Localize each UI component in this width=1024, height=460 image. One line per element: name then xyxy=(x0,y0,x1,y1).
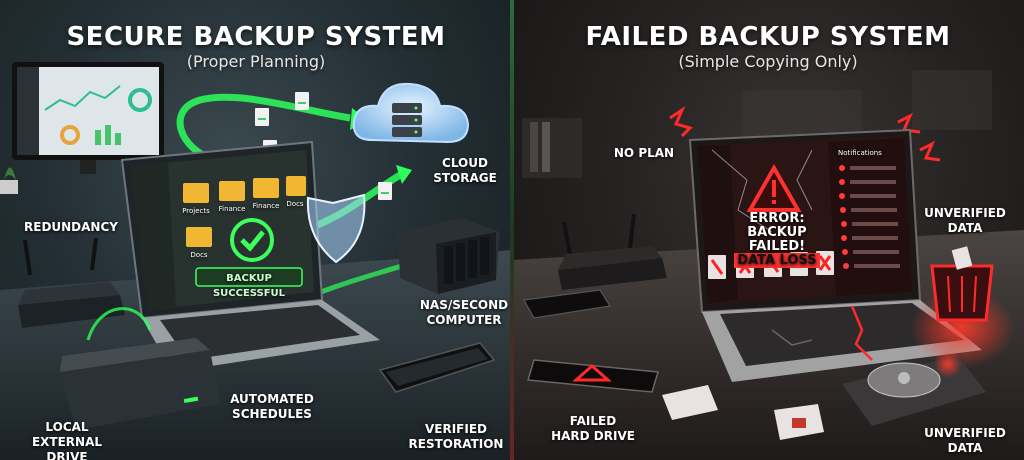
failed-panel: ERROR: BACKUP FAILED! DATA LOSS Notifica… xyxy=(512,0,1024,460)
folder-label: Docs xyxy=(190,251,208,259)
no-plan-label: NO PLAN xyxy=(613,146,675,160)
redundancy-label: REDUNDANCY xyxy=(24,220,118,234)
broken-phone-icon xyxy=(527,359,659,393)
error-line: ERROR: xyxy=(749,211,805,226)
external-drive-icon xyxy=(60,307,220,430)
label-line: LOCAL xyxy=(45,420,89,434)
error-line: BACKUP FAILED! xyxy=(747,225,807,254)
label-line: EXTERNAL DRIVE xyxy=(31,435,103,460)
phone-icon xyxy=(523,289,611,319)
label-line: UNVERIFIED xyxy=(924,206,1006,220)
label-line: HARD DRIVE xyxy=(551,429,635,443)
folder-label: Finance xyxy=(252,202,280,210)
secure-illustration xyxy=(0,62,512,460)
label-line: FAILED xyxy=(569,414,617,428)
folder-label: Finance xyxy=(218,205,246,213)
label-line: CLOUD xyxy=(442,156,488,170)
panel-divider xyxy=(510,0,514,460)
label-line: DATA xyxy=(947,221,983,235)
cloud-icon xyxy=(352,82,470,144)
notifications-title: Notifications xyxy=(838,149,882,157)
secure-laptop xyxy=(120,140,380,372)
label-line: AUTOMATED xyxy=(230,392,314,406)
label-line: VERIFIED xyxy=(424,422,487,436)
folder-label: Docs xyxy=(286,200,304,208)
failed-title: FAILED BACKUP SYSTEM xyxy=(585,22,951,52)
failed-subtitle: (Simple Copying Only) xyxy=(678,52,858,71)
trash-icon xyxy=(910,246,1014,368)
label-line: RESTORATION xyxy=(408,437,504,451)
label-line: DATA xyxy=(947,441,983,455)
background-monitor xyxy=(12,62,164,174)
error-line: DATA LOSS xyxy=(734,253,820,268)
nas-icon xyxy=(398,218,500,294)
secure-title: SECURE BACKUP SYSTEM xyxy=(66,22,446,52)
failed-hard-drive-icon xyxy=(842,305,986,426)
error-message: ERROR: BACKUP FAILED! DATA LOSS xyxy=(734,212,820,268)
phone-icon xyxy=(378,342,496,393)
label-line: STORAGE xyxy=(433,171,497,185)
label-line: NAS/SECOND xyxy=(419,298,509,312)
label-line: COMPUTER xyxy=(426,313,502,327)
router-icon xyxy=(558,213,667,290)
label-line: UNVERIFIED xyxy=(924,426,1006,440)
folder-label: Projects xyxy=(182,207,210,215)
secure-subtitle: (Proper Planning) xyxy=(186,52,326,71)
secure-panel: Projects Finance Finance Docs Docs BACKU… xyxy=(0,0,512,460)
router-icon xyxy=(18,237,125,328)
label-line: SCHEDULES xyxy=(232,407,312,421)
backup-status: BACKUP SUCCESSFUL xyxy=(212,273,286,299)
